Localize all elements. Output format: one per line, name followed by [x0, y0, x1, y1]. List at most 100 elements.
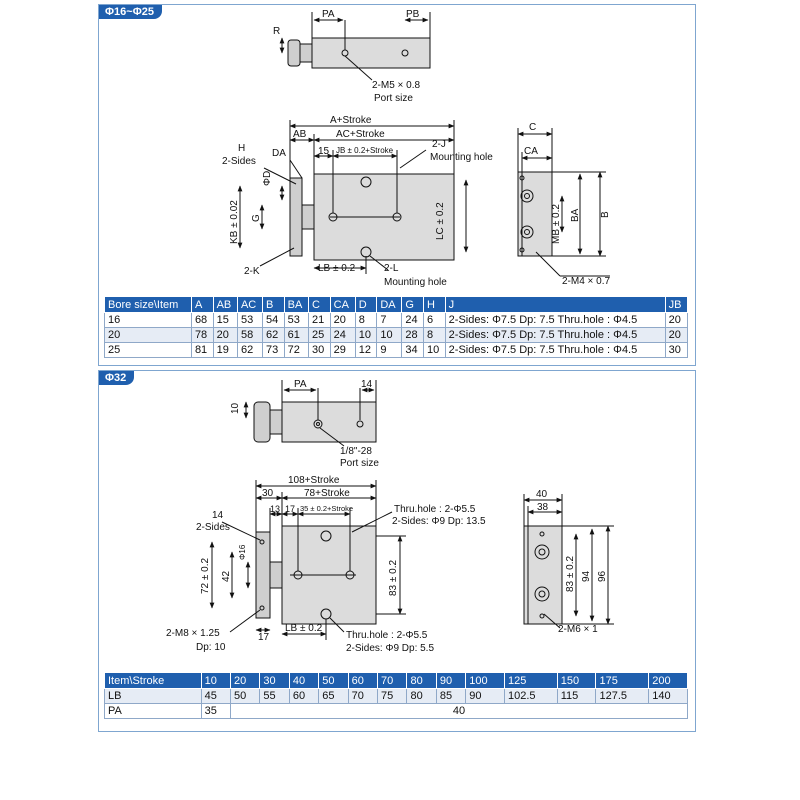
table-cell: 60 — [288, 688, 320, 704]
panel-tag-phi32: Φ32 — [99, 371, 135, 385]
bottom-front-endplate — [255, 531, 271, 619]
bottom-col-header: 90 — [435, 672, 467, 689]
top-r-label: R — [273, 26, 280, 37]
bottom-side-view — [523, 494, 614, 629]
top-ca-label: CA — [524, 146, 538, 157]
top-l-label: 2-L — [384, 263, 399, 274]
table-cell: LB — [104, 688, 202, 704]
table-cell: 115 — [556, 688, 597, 704]
table-cell: 35 — [200, 703, 232, 719]
bottom-14b-label: 14 — [212, 510, 224, 521]
top-j-caption: Mounting hole — [430, 152, 493, 163]
bottom-col-header: 125 — [504, 672, 558, 689]
top-port-view — [279, 12, 431, 81]
bottom-side-port-1 — [534, 544, 550, 560]
table-cell: 58 — [236, 327, 264, 343]
bottom-col-header: 30 — [259, 672, 290, 689]
bottom-thru-bot-label: Thru.hole : 2-Φ5.5 — [346, 630, 428, 641]
bottom-port-view — [243, 380, 377, 447]
bottom-stroke-table: Item\Stroke 10 20 30 40 50 60 70 80 90 1… — [104, 672, 688, 719]
top-port-body — [311, 37, 431, 69]
bottom-front-view — [209, 480, 406, 640]
bottom-10-label: 10 — [230, 402, 241, 414]
bottom-phi16-label: Φ16 — [238, 544, 247, 560]
bottom-pa-label: PA — [294, 379, 307, 390]
bottom-40-label: 40 — [536, 489, 548, 500]
table-row: 25 81 19 62 73 72 30 29 12 9 34 10 2-Sid… — [104, 342, 689, 358]
table-cell: 53 — [283, 312, 310, 328]
top-col-header: BA — [283, 296, 310, 313]
table-cell: 34 — [401, 342, 425, 358]
table-cell: 30 — [664, 342, 689, 358]
bottom-2sides-label: 2-Sides — [196, 522, 230, 533]
top-port-size-label: 2-M5 × 0.8 — [372, 80, 421, 91]
bottom-thru-top-label: Thru.hole : 2-Φ5.5 — [394, 504, 476, 515]
bottom-port-piston — [253, 401, 271, 443]
table-cell: 53 — [236, 312, 264, 328]
table-cell: PA — [104, 703, 202, 719]
top-2sides-label: 2-Sides — [222, 156, 256, 167]
top-j-label: 2-J — [432, 139, 446, 150]
table-cell: 65 — [318, 688, 349, 704]
top-spec-table: Bore size\Item A AB AC B BA C CA D DA G … — [104, 296, 689, 358]
top-col-header: CA — [329, 296, 356, 313]
top-c-label: C — [529, 122, 536, 133]
bottom-72-label: 72 ± 0.2 — [200, 557, 211, 594]
bottom-83-label: 83 ± 0.2 — [388, 559, 399, 596]
bottom-17b-label: 17 — [258, 632, 270, 643]
table-cell: 62 — [236, 342, 264, 358]
bottom-m6-label: 2-M6 × 1 — [558, 624, 598, 635]
top-m4-label: 2-M4 × 0.7 — [562, 276, 611, 287]
top-side-view — [517, 128, 610, 277]
panel-tag-phi16-25: Φ16~Φ25 — [99, 5, 162, 19]
bottom-jb-label: 35 ± 0.2+Stroke — [300, 504, 353, 513]
top-col-header: JB — [664, 296, 689, 313]
bottom-side-port-2 — [534, 586, 550, 602]
top-col-header: AB — [212, 296, 238, 313]
table-cell: 80 — [406, 688, 437, 704]
top-h-label: H — [238, 143, 245, 154]
table-cell: 9 — [376, 342, 403, 358]
table-cell: 10 — [376, 327, 403, 343]
table-cell: 20 — [664, 312, 689, 328]
bottom-sides-bot-label: 2-Sides: Φ9 Dp: 5.5 — [346, 643, 434, 654]
bottom-side-body — [523, 525, 563, 625]
bottom-col-header: 200 — [648, 672, 688, 689]
bottom-col-header: 50 — [318, 672, 349, 689]
bottom-108-label: 108+Stroke — [288, 475, 340, 486]
bottom-17-label: 17 — [285, 504, 295, 514]
top-ba-label: BA — [570, 208, 581, 222]
top-15-label: 15 — [318, 146, 330, 157]
bottom-col-header: 175 — [595, 672, 650, 689]
table-cell: 61 — [283, 327, 310, 343]
bottom-port-hole-2 — [356, 420, 364, 428]
bottom-m8-label: 2-M8 × 1.25 — [166, 628, 220, 639]
table-cell: 50 — [230, 688, 261, 704]
bottom-38-label: 38 — [537, 502, 549, 513]
bottom-port-size-label: 1/8"-28 — [340, 446, 372, 457]
table-cell: 10 — [423, 342, 446, 358]
table-cell: 45 — [200, 688, 232, 704]
top-port-leader — [344, 55, 373, 81]
top-kb-label: KB ± 0.02 — [229, 200, 240, 244]
top-port-hole-2 — [401, 49, 409, 57]
top-phid-label: ΦD — [262, 171, 273, 186]
top-port-caption: Port size — [374, 93, 413, 104]
table-cell: 73 — [262, 342, 285, 358]
bottom-30-label: 30 — [262, 488, 274, 499]
top-front-view — [237, 120, 469, 274]
bottom-96-label: 96 — [597, 570, 608, 582]
top-l-caption: Mounting hole — [384, 277, 447, 288]
top-jb-label: JB ± 0.2+Stroke — [336, 146, 394, 155]
table-cell: 7 — [376, 312, 403, 328]
bottom-col-header: 40 — [288, 672, 320, 689]
bottom-94-label: 94 — [581, 570, 592, 582]
table-row: LB 45 50 55 60 65 70 75 80 85 90 102.5 1… — [104, 688, 688, 704]
top-ab-label: AB — [293, 129, 307, 140]
table-cell: 10 — [354, 327, 378, 343]
bottom-13-label: 13 — [270, 504, 280, 514]
bottom-col-header: 150 — [556, 672, 597, 689]
table-cell: 29 — [329, 342, 356, 358]
table-cell: 85 — [435, 688, 467, 704]
